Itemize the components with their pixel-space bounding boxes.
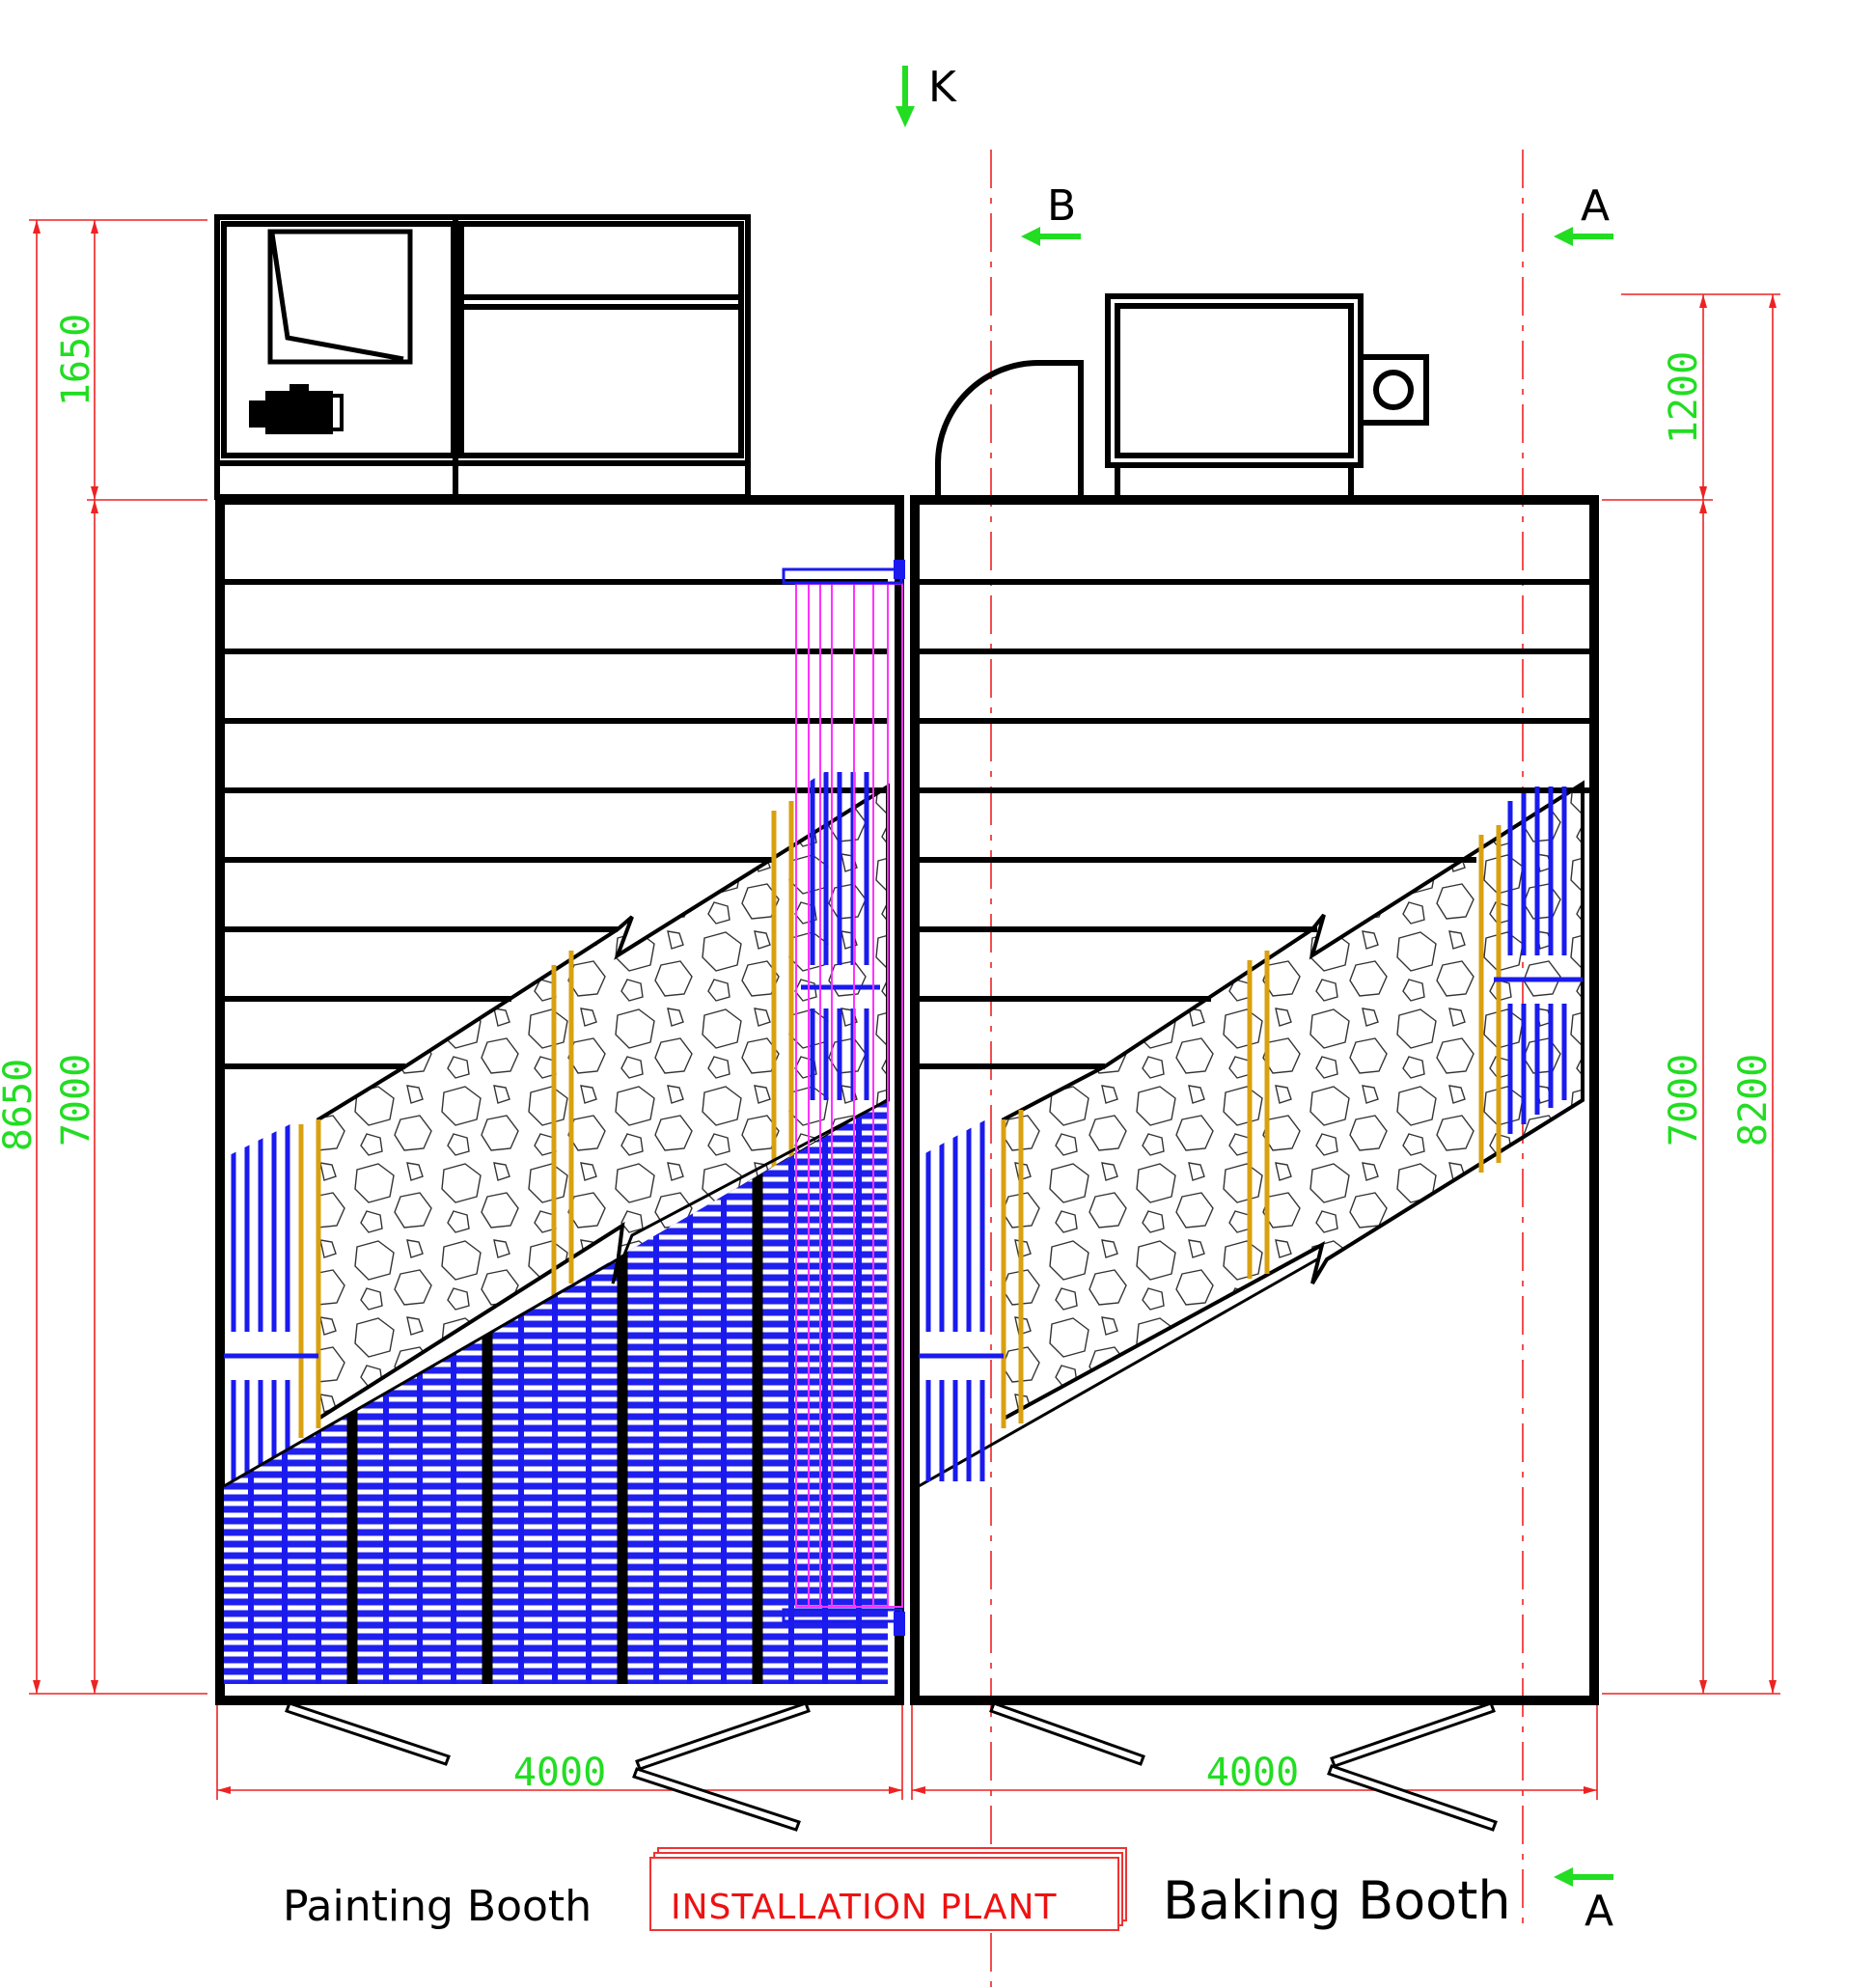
dim-right-unit-height: 1200 — [1662, 351, 1706, 444]
booth-door-swing — [935, 360, 1084, 497]
air-supply-unit-left — [214, 214, 751, 500]
installation-plant-box: INSTALLATION PLANT — [649, 1847, 1127, 1931]
left-lower-side-grating — [224, 1110, 318, 1481]
right-ceiling-panels — [919, 579, 1590, 1069]
dim-width-right: 4000 — [1206, 1751, 1299, 1795]
left-upper-side-grating — [810, 772, 869, 965]
dimension-lines — [29, 150, 1780, 1988]
burner-unit-right — [1105, 293, 1429, 497]
motor-icon — [249, 384, 344, 434]
marker-a-bottom: A — [1585, 1887, 1613, 1936]
dimension-arrowheads — [33, 220, 1777, 1794]
right-insulation-cut — [1002, 780, 1585, 1422]
dim-left-outer: 8650 — [0, 1059, 41, 1151]
section-arrows — [896, 66, 1613, 1887]
dim-left-booth-height: 7000 — [54, 1054, 98, 1146]
dim-left-unit-height: 1650 — [54, 314, 98, 406]
baking-booth — [910, 495, 1599, 1705]
painting-booth-label: Painting Booth — [283, 1882, 592, 1931]
dim-width-left: 4000 — [513, 1751, 606, 1795]
dim-right-booth-height: 7000 — [1662, 1054, 1706, 1146]
baking-booth-label: Baking Booth — [1163, 1870, 1511, 1931]
marker-b: B — [1047, 181, 1076, 231]
exhaust-duct — [782, 560, 905, 1636]
marker-k: K — [928, 63, 957, 112]
door-swing-lines — [285, 1701, 1498, 1832]
dim-right-outer: 8200 — [1731, 1054, 1776, 1146]
installation-plant-label: INSTALLATION PLANT — [671, 1888, 1057, 1927]
marker-a-top: A — [1581, 181, 1610, 231]
painting-booth — [215, 495, 905, 1705]
right-upper-side-grating — [1494, 787, 1583, 1134]
left-ceiling-panels — [224, 579, 888, 1069]
